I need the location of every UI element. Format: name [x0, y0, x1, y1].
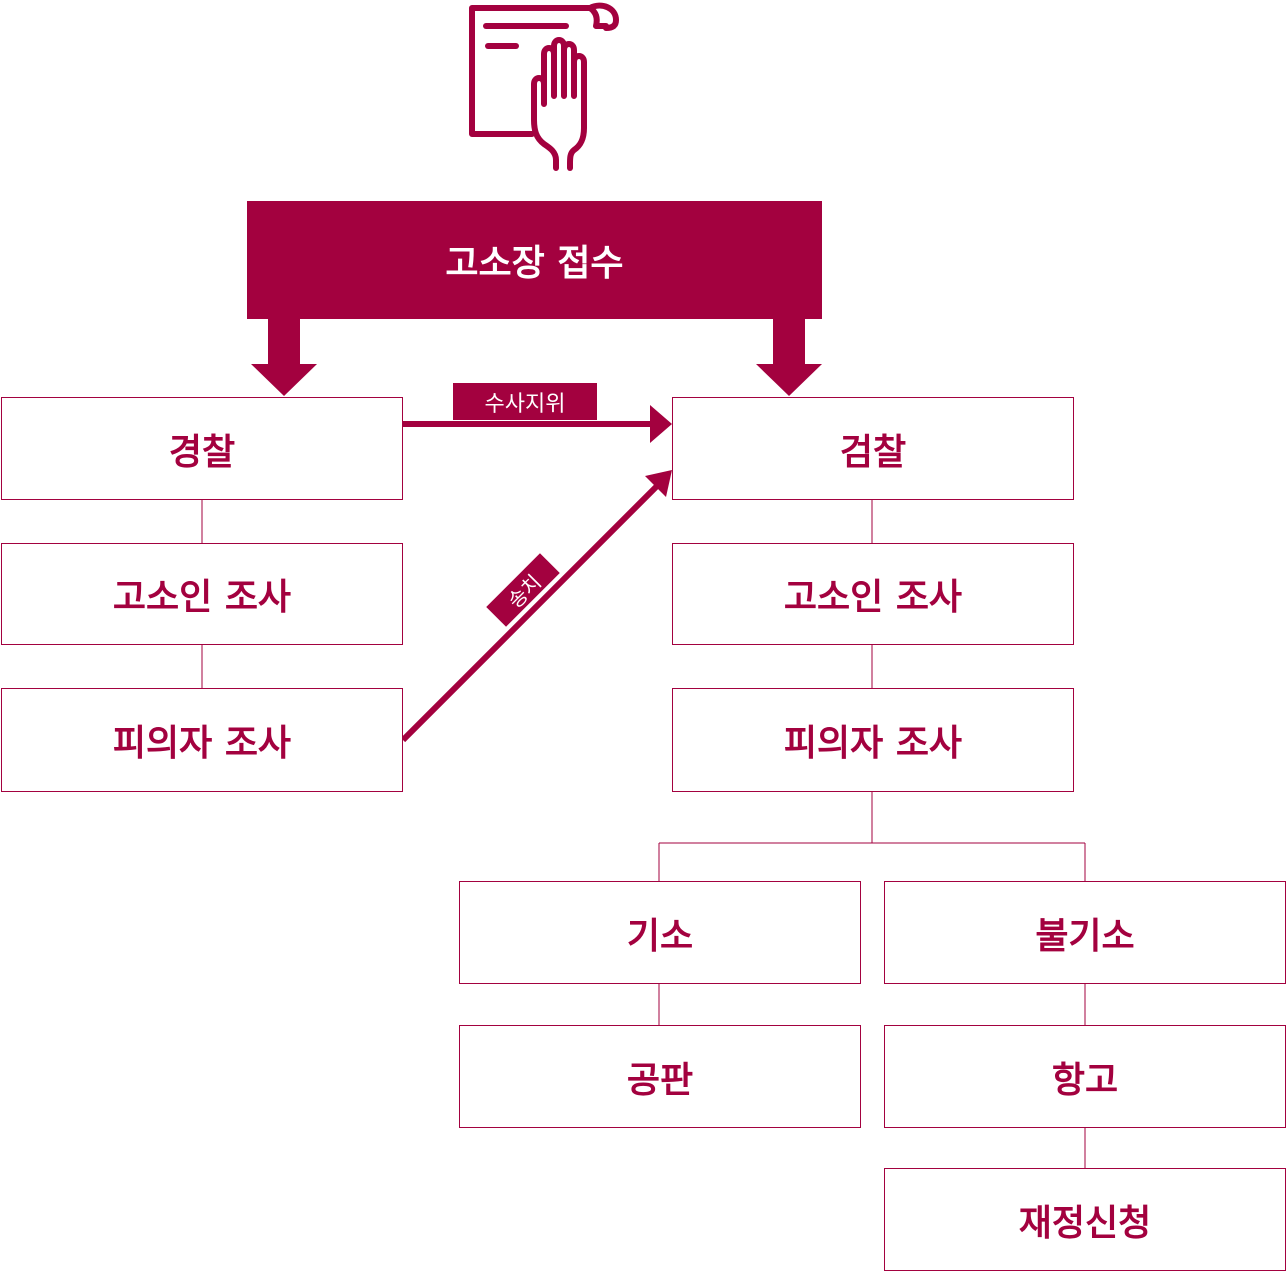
police-complainant-investigation-box: 고소인 조사	[1, 543, 403, 645]
non-indictment-box: 불기소	[884, 881, 1286, 984]
adjudication-request-box: 재정신청	[884, 1168, 1286, 1271]
header-down-arrows	[251, 319, 822, 396]
complaint-receipt-header: 고소장 접수	[247, 201, 822, 319]
thin-connectors	[201, 499, 1086, 1168]
investigation-command-label: 수사지위	[453, 383, 597, 420]
indictment-box: 기소	[459, 881, 861, 984]
transfer-arrow	[400, 470, 672, 743]
document-oath-hand-icon	[466, 0, 626, 175]
prosecution-complainant-investigation-box: 고소인 조사	[672, 543, 1074, 645]
investigation-command-arrow	[403, 405, 672, 443]
complaint-receipt-label: 고소장 접수	[445, 243, 624, 284]
police-box: 경찰	[1, 397, 403, 500]
prosecution-suspect-investigation-box: 피의자 조사	[672, 688, 1074, 792]
prosecution-box: 검찰	[672, 397, 1074, 500]
trial-box: 공판	[459, 1025, 861, 1128]
appeal-box: 항고	[884, 1025, 1286, 1128]
police-suspect-investigation-box: 피의자 조사	[1, 688, 403, 792]
